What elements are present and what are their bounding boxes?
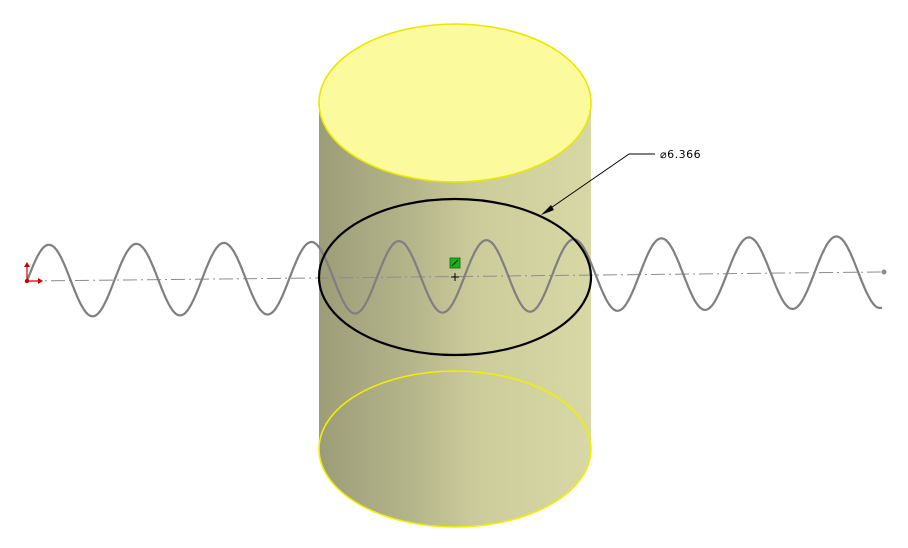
- cylinder-bottom-edge-hidden[interactable]: [318, 370, 592, 450]
- circle-center-mark: [451, 273, 459, 281]
- dimension-leader-line: [544, 153, 630, 213]
- diameter-dimension[interactable]: ⌀6.366: [541, 148, 701, 215]
- diameter-symbol: ⌀: [660, 148, 667, 161]
- dimension-value: 6.366: [667, 148, 701, 161]
- centerline-end-point[interactable]: [881, 269, 887, 275]
- sketch-circle[interactable]: [317, 197, 593, 357]
- origin-axes-icon: [24, 262, 43, 284]
- centerline[interactable]: [26, 271, 885, 282]
- dimension-arrowhead: [541, 205, 554, 215]
- cylinder-top-face[interactable]: [318, 23, 592, 183]
- sine-wave-curve[interactable]: [25, 235, 883, 318]
- cylinder-bottom-edge-visible[interactable]: [318, 448, 592, 528]
- sketch-point-marker-icon[interactable]: [449, 257, 461, 269]
- svg-text:⌀6.366: ⌀6.366: [660, 148, 701, 161]
